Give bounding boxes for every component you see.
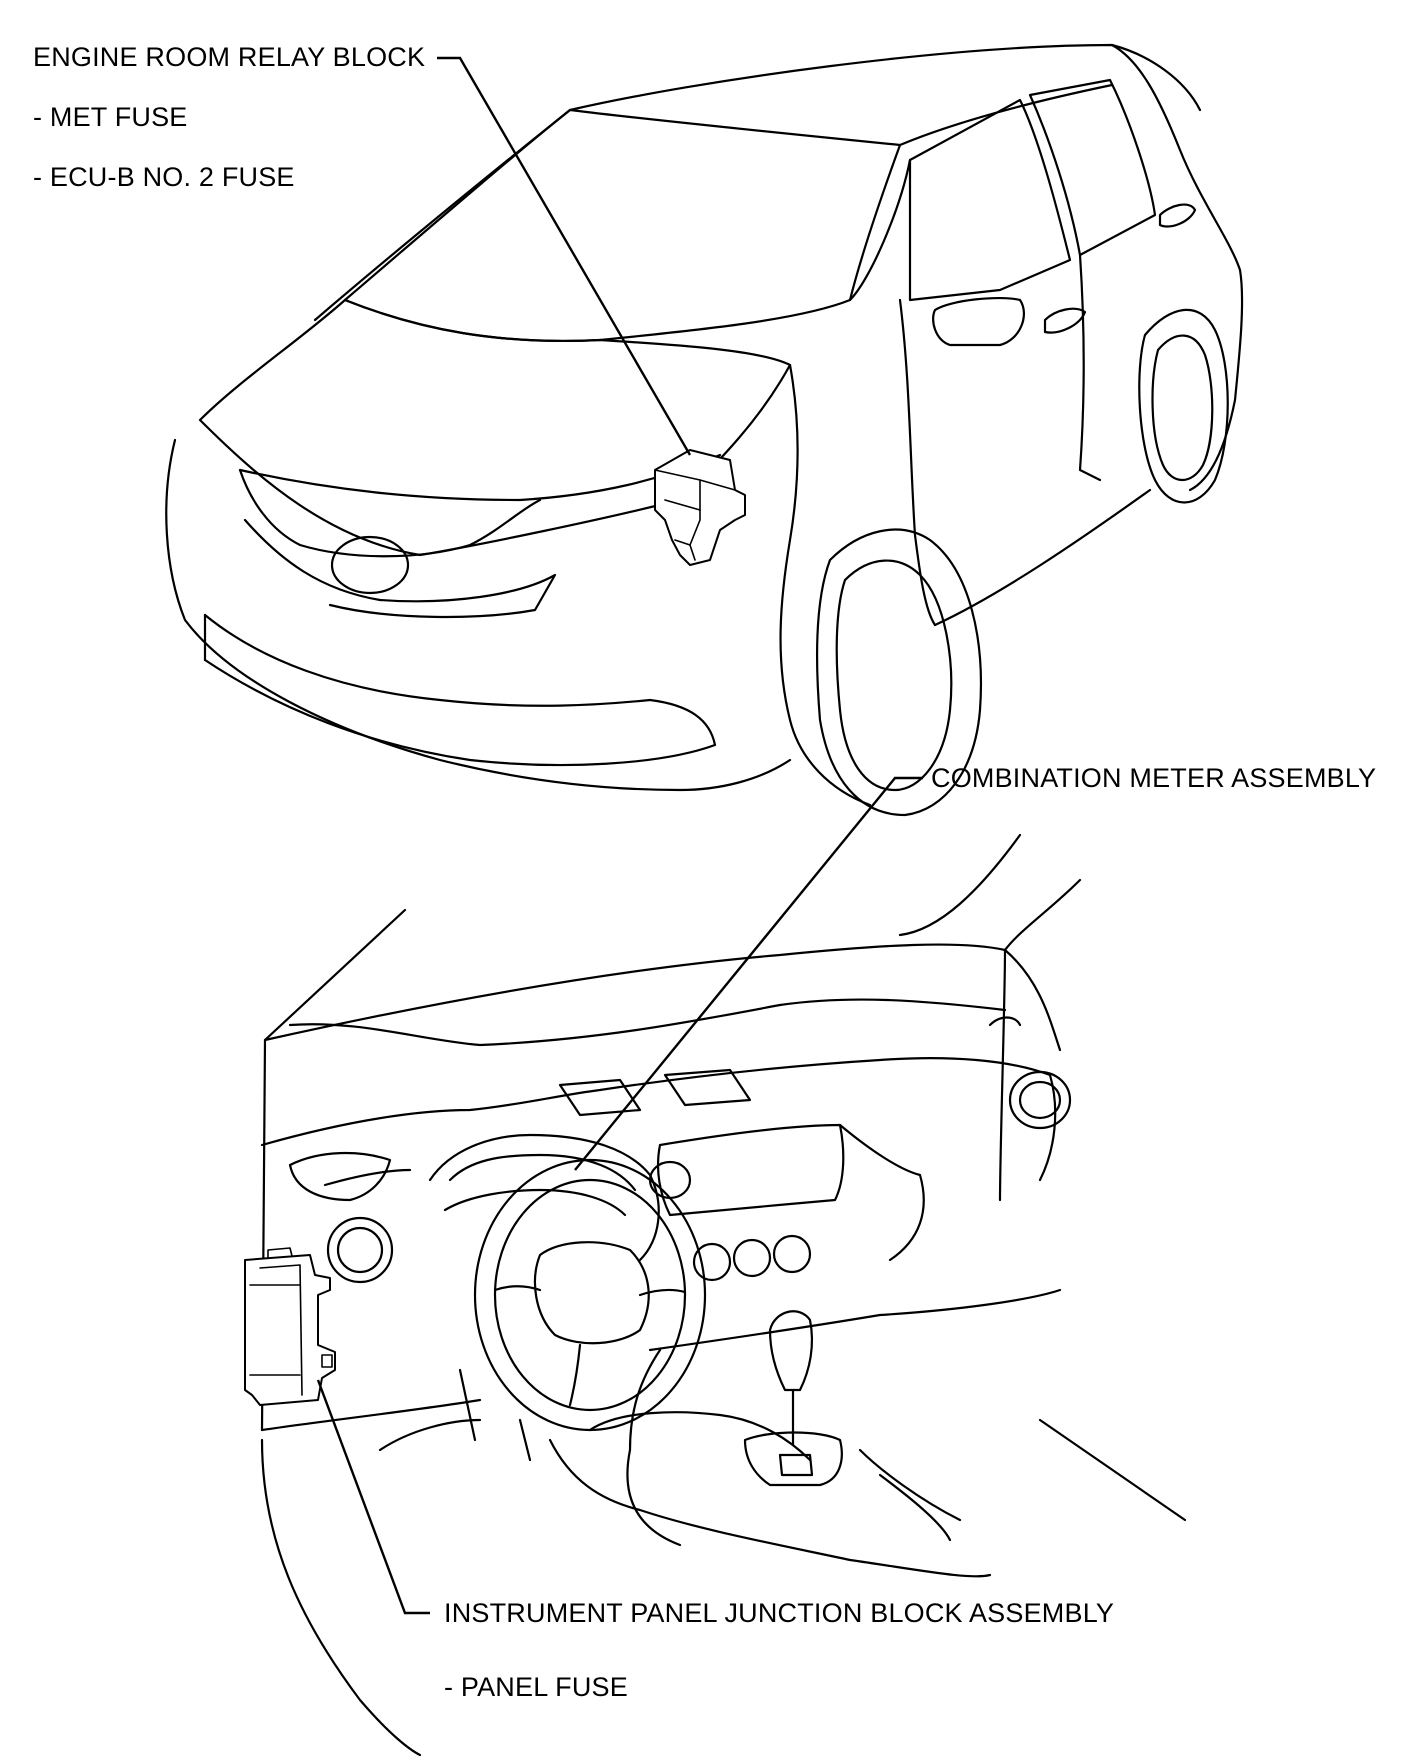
dashboard-illustration — [244, 833, 1187, 1757]
engine-room-relay-block-leader — [437, 56, 692, 456]
instrument-panel-junction-block-part — [244, 1247, 336, 1406]
ecu-b-no2-fuse-label: - ECU-B NO. 2 FUSE — [33, 162, 295, 192]
panel-fuse-label: - PANEL FUSE — [444, 1672, 628, 1702]
combination-meter-assembly-label: COMBINATION METER ASSEMBLY — [931, 763, 1377, 793]
engine-room-relay-block-part — [654, 449, 746, 566]
instrument-panel-junction-block-leader — [316, 1379, 430, 1615]
combination-meter-assembly-leader — [574, 776, 923, 1171]
instrument-panel-junction-block-label: INSTRUMENT PANEL JUNCTION BLOCK ASSEMBLY — [444, 1598, 1115, 1628]
car-illustration — [165, 43, 1244, 817]
engine-room-relay-block-label: ENGINE ROOM RELAY BLOCK — [33, 42, 426, 72]
met-fuse-label: - MET FUSE — [33, 102, 188, 132]
